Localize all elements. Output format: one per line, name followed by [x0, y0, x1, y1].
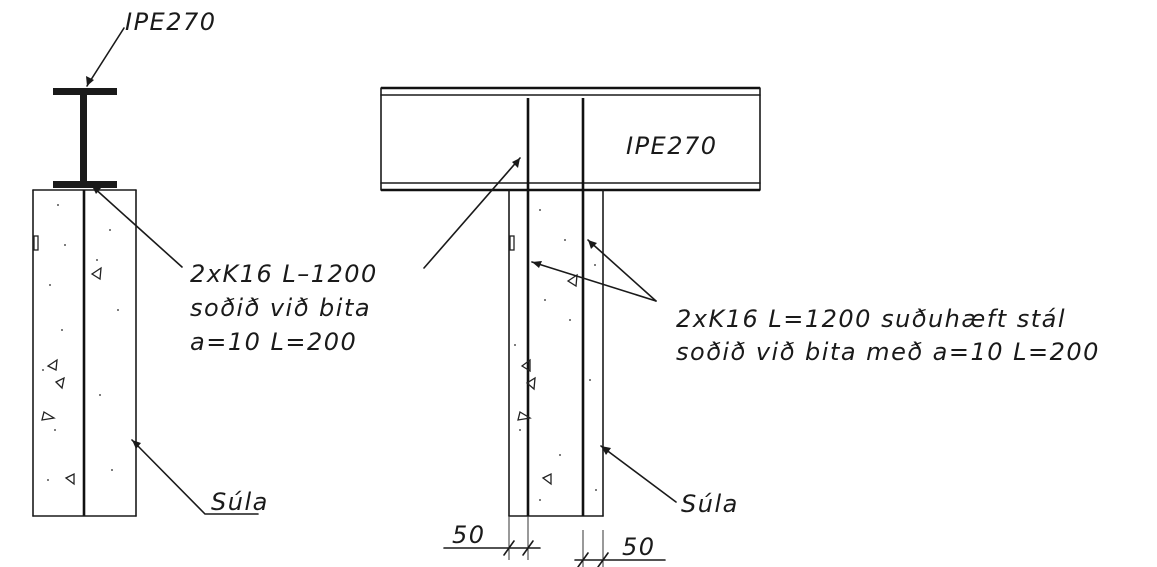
right-beam-label: IPE270 [626, 132, 718, 160]
left-beam-label: IPE270 [125, 8, 217, 36]
right-rebar-leader-a [531, 261, 657, 302]
dimension-left [443, 516, 541, 560]
dim-left-label: 50 [452, 521, 486, 549]
right-left-rebar-leader [423, 157, 521, 269]
dimension-right [574, 530, 666, 567]
left-ipe-beam-section [53, 88, 117, 188]
left-column [32, 189, 137, 517]
right-elevation-view [380, 86, 761, 567]
right-rebar-leader-b [587, 239, 657, 302]
left-rebar-leader [91, 185, 183, 268]
right-column-label: Súla [681, 490, 739, 518]
left-column-label: Súla [211, 488, 269, 516]
right-column-leader [600, 445, 677, 503]
right-rebar-label-line1: 2xK16 L=1200 suðuhæft stál [676, 305, 1066, 333]
dim-right-label: 50 [622, 533, 656, 561]
left-section-view [32, 27, 259, 517]
left-rebar-label-line2: soðið við bita [190, 294, 371, 322]
left-beam-leader [86, 27, 125, 87]
right-column [508, 98, 604, 517]
right-ipe-beam [380, 86, 761, 192]
right-rebar-label-line2: soðið við bita með a=10 L=200 [676, 338, 1100, 366]
left-rebar-label-line3: a=10 L=200 [190, 328, 357, 356]
left-column-leader [131, 439, 259, 515]
left-rebar-label-line1: 2xK16 L–1200 [190, 260, 378, 288]
